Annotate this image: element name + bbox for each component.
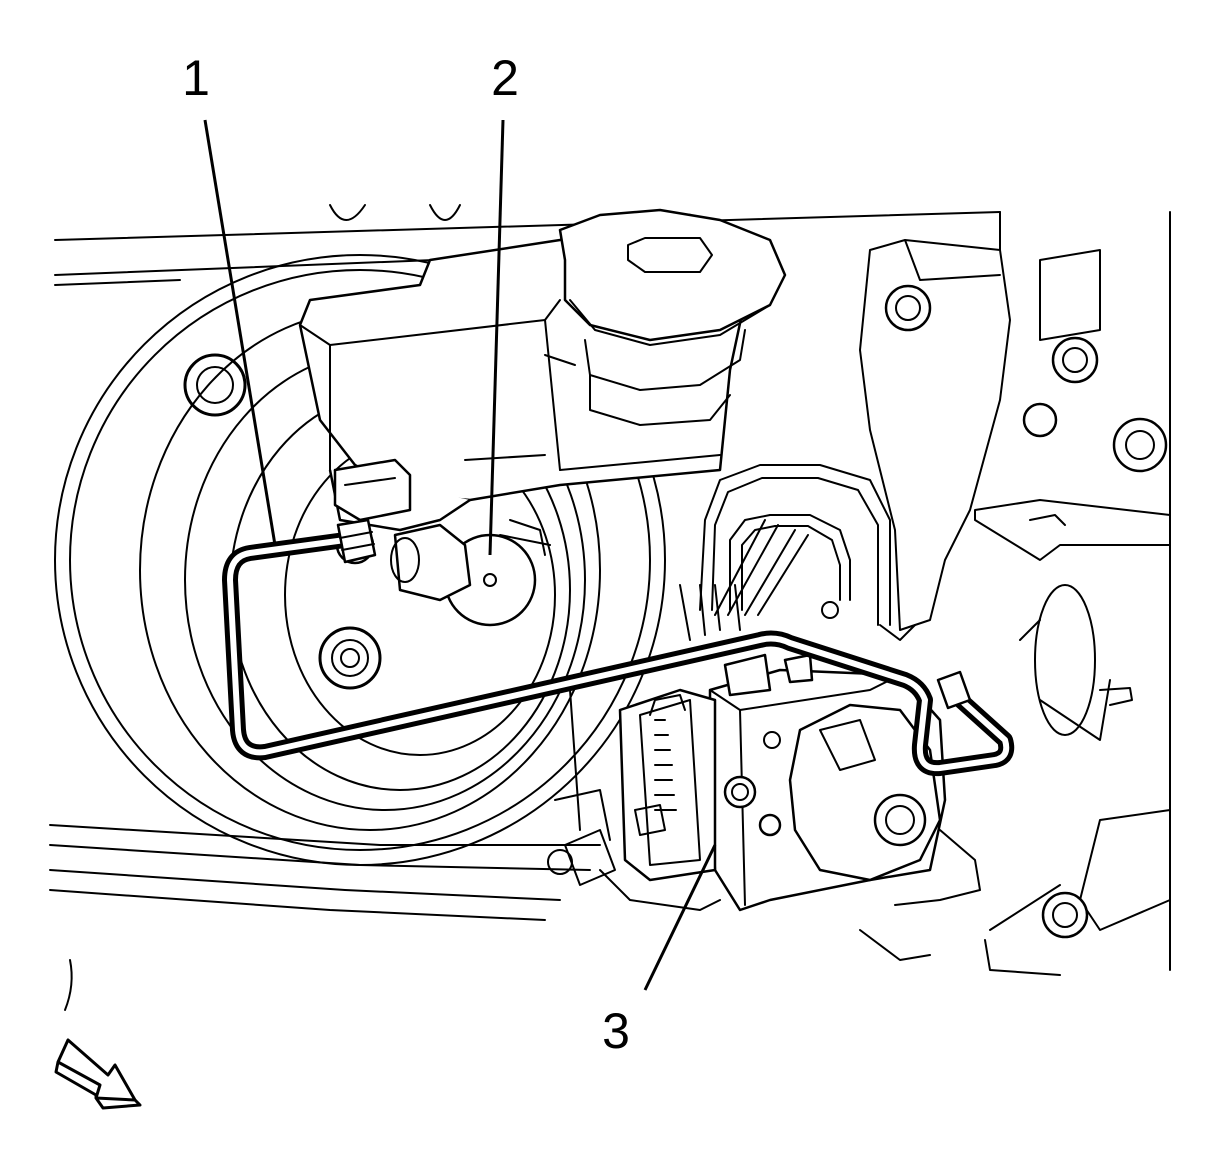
callout-labels: 1 2 3 — [182, 50, 630, 1059]
view-direction-arrow-icon — [54, 1038, 142, 1110]
callout-leaders — [203, 119, 717, 991]
leader-line-3 — [643, 844, 717, 991]
callout-1: 1 — [182, 50, 210, 106]
highlighted-brake-pipe — [222, 518, 1015, 777]
leader-line-2 — [488, 119, 505, 556]
callout-2: 2 — [491, 50, 519, 106]
abs-modulator — [547, 653, 981, 961]
master-cylinder — [298, 208, 787, 627]
mounting-bracket — [859, 239, 1171, 976]
leader-line-1 — [203, 119, 277, 546]
pipe-bundle — [679, 464, 916, 641]
callout-3: 3 — [602, 1003, 630, 1059]
